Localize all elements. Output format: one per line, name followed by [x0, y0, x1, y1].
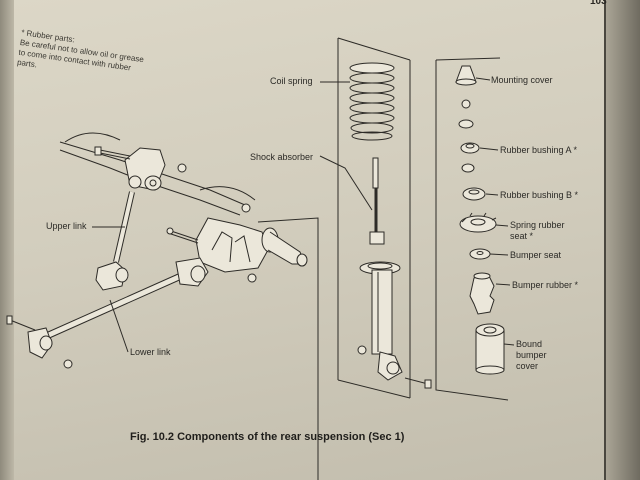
shock-bolt	[404, 377, 432, 389]
rubber-bushing-b-leader	[485, 193, 499, 196]
lower-nut-a	[247, 273, 257, 283]
page-edge-line	[604, 0, 606, 480]
bumper-seat-leader	[489, 253, 509, 256]
shock-nut	[357, 345, 367, 355]
spring-rubber-seat-leader	[495, 224, 509, 227]
assembly-frame-right	[435, 57, 509, 401]
label-upper-link: Upper link	[46, 221, 87, 231]
label-bumper-seat: Bumper seat	[510, 250, 562, 260]
shock-absorber-leader	[319, 155, 373, 211]
label-coil-spring: Coil spring	[270, 76, 313, 86]
assembly-frame-left	[257, 37, 411, 480]
label-bound-bumper-cover-1: Bound	[516, 339, 543, 349]
spring-rubber-seat-part	[459, 212, 497, 233]
figure-caption: Fig. 10.2 Components of the rear suspens…	[130, 431, 405, 443]
next-page-edge	[606, 0, 640, 480]
rubber-bushing-a-leader	[479, 147, 499, 151]
hub-carrier	[195, 217, 308, 273]
bound-bumper-cover-part	[475, 323, 505, 375]
lower-nut-b	[63, 359, 73, 369]
lower-link-part	[27, 257, 209, 359]
bumper-seat-part	[469, 248, 491, 260]
rubber-bushing-a-part	[460, 142, 480, 154]
bound-bumper-cover-leader	[503, 343, 515, 346]
lower-link-bolt	[6, 315, 36, 331]
label-shock-absorber: Shock absorber	[250, 152, 314, 162]
coil-spring-part	[349, 62, 395, 141]
mounting-cover-leader	[475, 77, 491, 81]
body-nut	[241, 203, 251, 213]
label-bound-bumper-cover-3: cover	[516, 361, 539, 371]
upper-nut	[177, 163, 187, 173]
label-spring-rubber-seat-2: seat *	[510, 231, 534, 241]
upper-link-part	[95, 191, 135, 291]
label-spring-rubber-seat-1: Spring rubber	[510, 220, 565, 230]
label-mounting-cover: Mounting cover	[491, 75, 553, 85]
top-nut	[461, 99, 471, 109]
rubber-bushing-b-part	[462, 187, 486, 201]
bumper-rubber-part	[469, 272, 495, 315]
label-bound-bumper-cover-2: bumper	[516, 350, 547, 360]
hub-bolt	[166, 227, 199, 244]
mid-washer	[461, 163, 475, 173]
lower-link-leader	[109, 299, 129, 353]
bumper-rubber-leader	[495, 283, 511, 286]
shock-absorber-part	[359, 157, 403, 381]
upper-bolt	[94, 146, 131, 160]
mounting-cover-part	[455, 65, 477, 86]
label-lower-link: Lower link	[130, 347, 171, 357]
upper-bracket	[124, 147, 166, 191]
label-bumper-rubber: Bumper rubber *	[512, 280, 579, 290]
top-washer	[458, 119, 474, 129]
label-rubber-bushing-b: Rubber bushing B *	[500, 190, 579, 200]
label-rubber-bushing-a: Rubber bushing A *	[500, 145, 578, 155]
book-spine-shadow	[0, 0, 14, 480]
page-number: 103	[590, 0, 607, 7]
